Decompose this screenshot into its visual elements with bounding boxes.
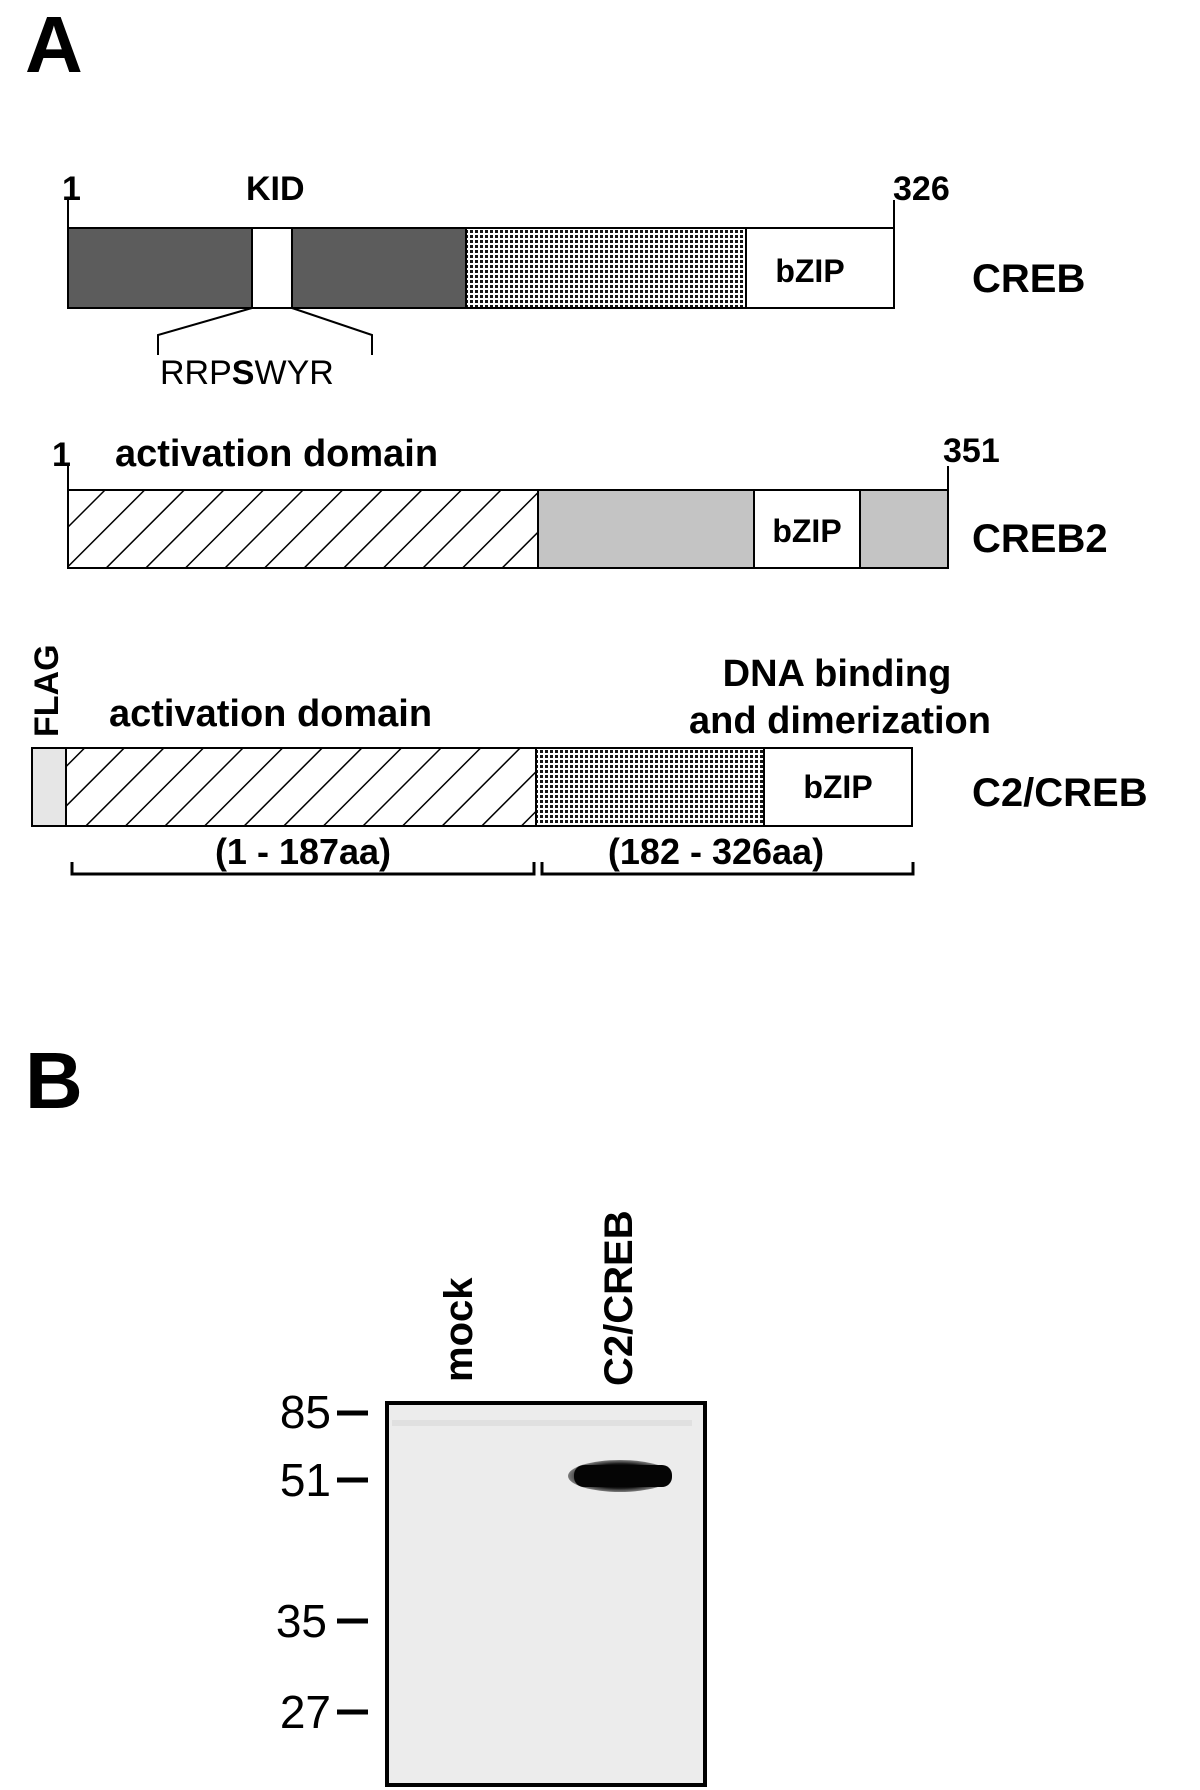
marker-85: 85 [280, 1386, 331, 1438]
flag-segment [31, 747, 67, 827]
marker-35: 35 [276, 1595, 327, 1647]
c2creb-activation-label: activation domain [109, 693, 432, 735]
blot-top-smear [392, 1420, 692, 1426]
creb2-activation-label: activation domain [115, 433, 438, 475]
panel-b-label: B [25, 1036, 83, 1125]
motif-sequence: RRPSWYR [160, 354, 334, 392]
creb-bzip-segment [745, 227, 895, 309]
creb-n-terminal-segment [67, 227, 253, 309]
creb2-diagram: 1 351 activation domain bZIP CREB2 [52, 432, 1108, 569]
western-blot: mock C2/CREB 85 51 35 27 [276, 1210, 707, 1787]
blot-membrane [385, 1401, 707, 1787]
range-bracket-2 [540, 862, 915, 876]
c2creb-band-core [574, 1465, 672, 1487]
creb-kid-segment [251, 227, 293, 309]
creb2-bzip-segment [753, 489, 861, 569]
dna-binding-label-line1: DNA binding [723, 653, 952, 695]
creb-middle-segment [291, 227, 467, 309]
creb2-start-number: 1 [52, 436, 71, 474]
c2creb-dimerization-segment [535, 747, 765, 827]
motif-bracket [157, 307, 253, 355]
dna-binding-label-line2: and dimerization [689, 700, 991, 742]
creb-dimerization-segment [465, 227, 747, 309]
lane-label-c2creb: C2/CREB [597, 1210, 641, 1386]
panel-a-label: A [25, 0, 83, 89]
creb-start-number: 1 [62, 170, 81, 208]
motif-bracket-right [291, 307, 373, 355]
marker-27: 27 [280, 1686, 331, 1738]
creb2-activation-segment [67, 489, 539, 569]
marker-51: 51 [280, 1454, 331, 1506]
creb-diagram: 1 326 KID bZIP CREB RRPSWYR [62, 170, 1085, 392]
creb2-name: CREB2 [972, 517, 1108, 561]
c2creb-activation-segment [65, 747, 537, 827]
creb2-middle-segment [537, 489, 755, 569]
c2creb-bzip-segment [763, 747, 913, 827]
creb2-bzip-label: bZIP [772, 513, 841, 549]
c2creb-name: C2/CREB [972, 771, 1148, 815]
range-label-2: (182 - 326aa) [608, 831, 824, 872]
flag-label: FLAG [28, 644, 66, 737]
lane-label-mock: mock [437, 1277, 481, 1382]
range-bracket-1 [70, 862, 536, 876]
creb-name: CREB [972, 257, 1085, 301]
creb-bzip-label: bZIP [775, 253, 844, 289]
kid-label: KID [246, 170, 305, 208]
creb-end-number: 326 [893, 170, 950, 208]
c2creb-bzip-label: bZIP [803, 769, 872, 805]
range-label-1: (1 - 187aa) [215, 831, 391, 872]
c2creb-diagram: FLAG activation domain DNA binding and d… [28, 644, 1148, 876]
creb2-c-terminal-segment [859, 489, 949, 569]
creb2-end-number: 351 [943, 432, 1000, 470]
